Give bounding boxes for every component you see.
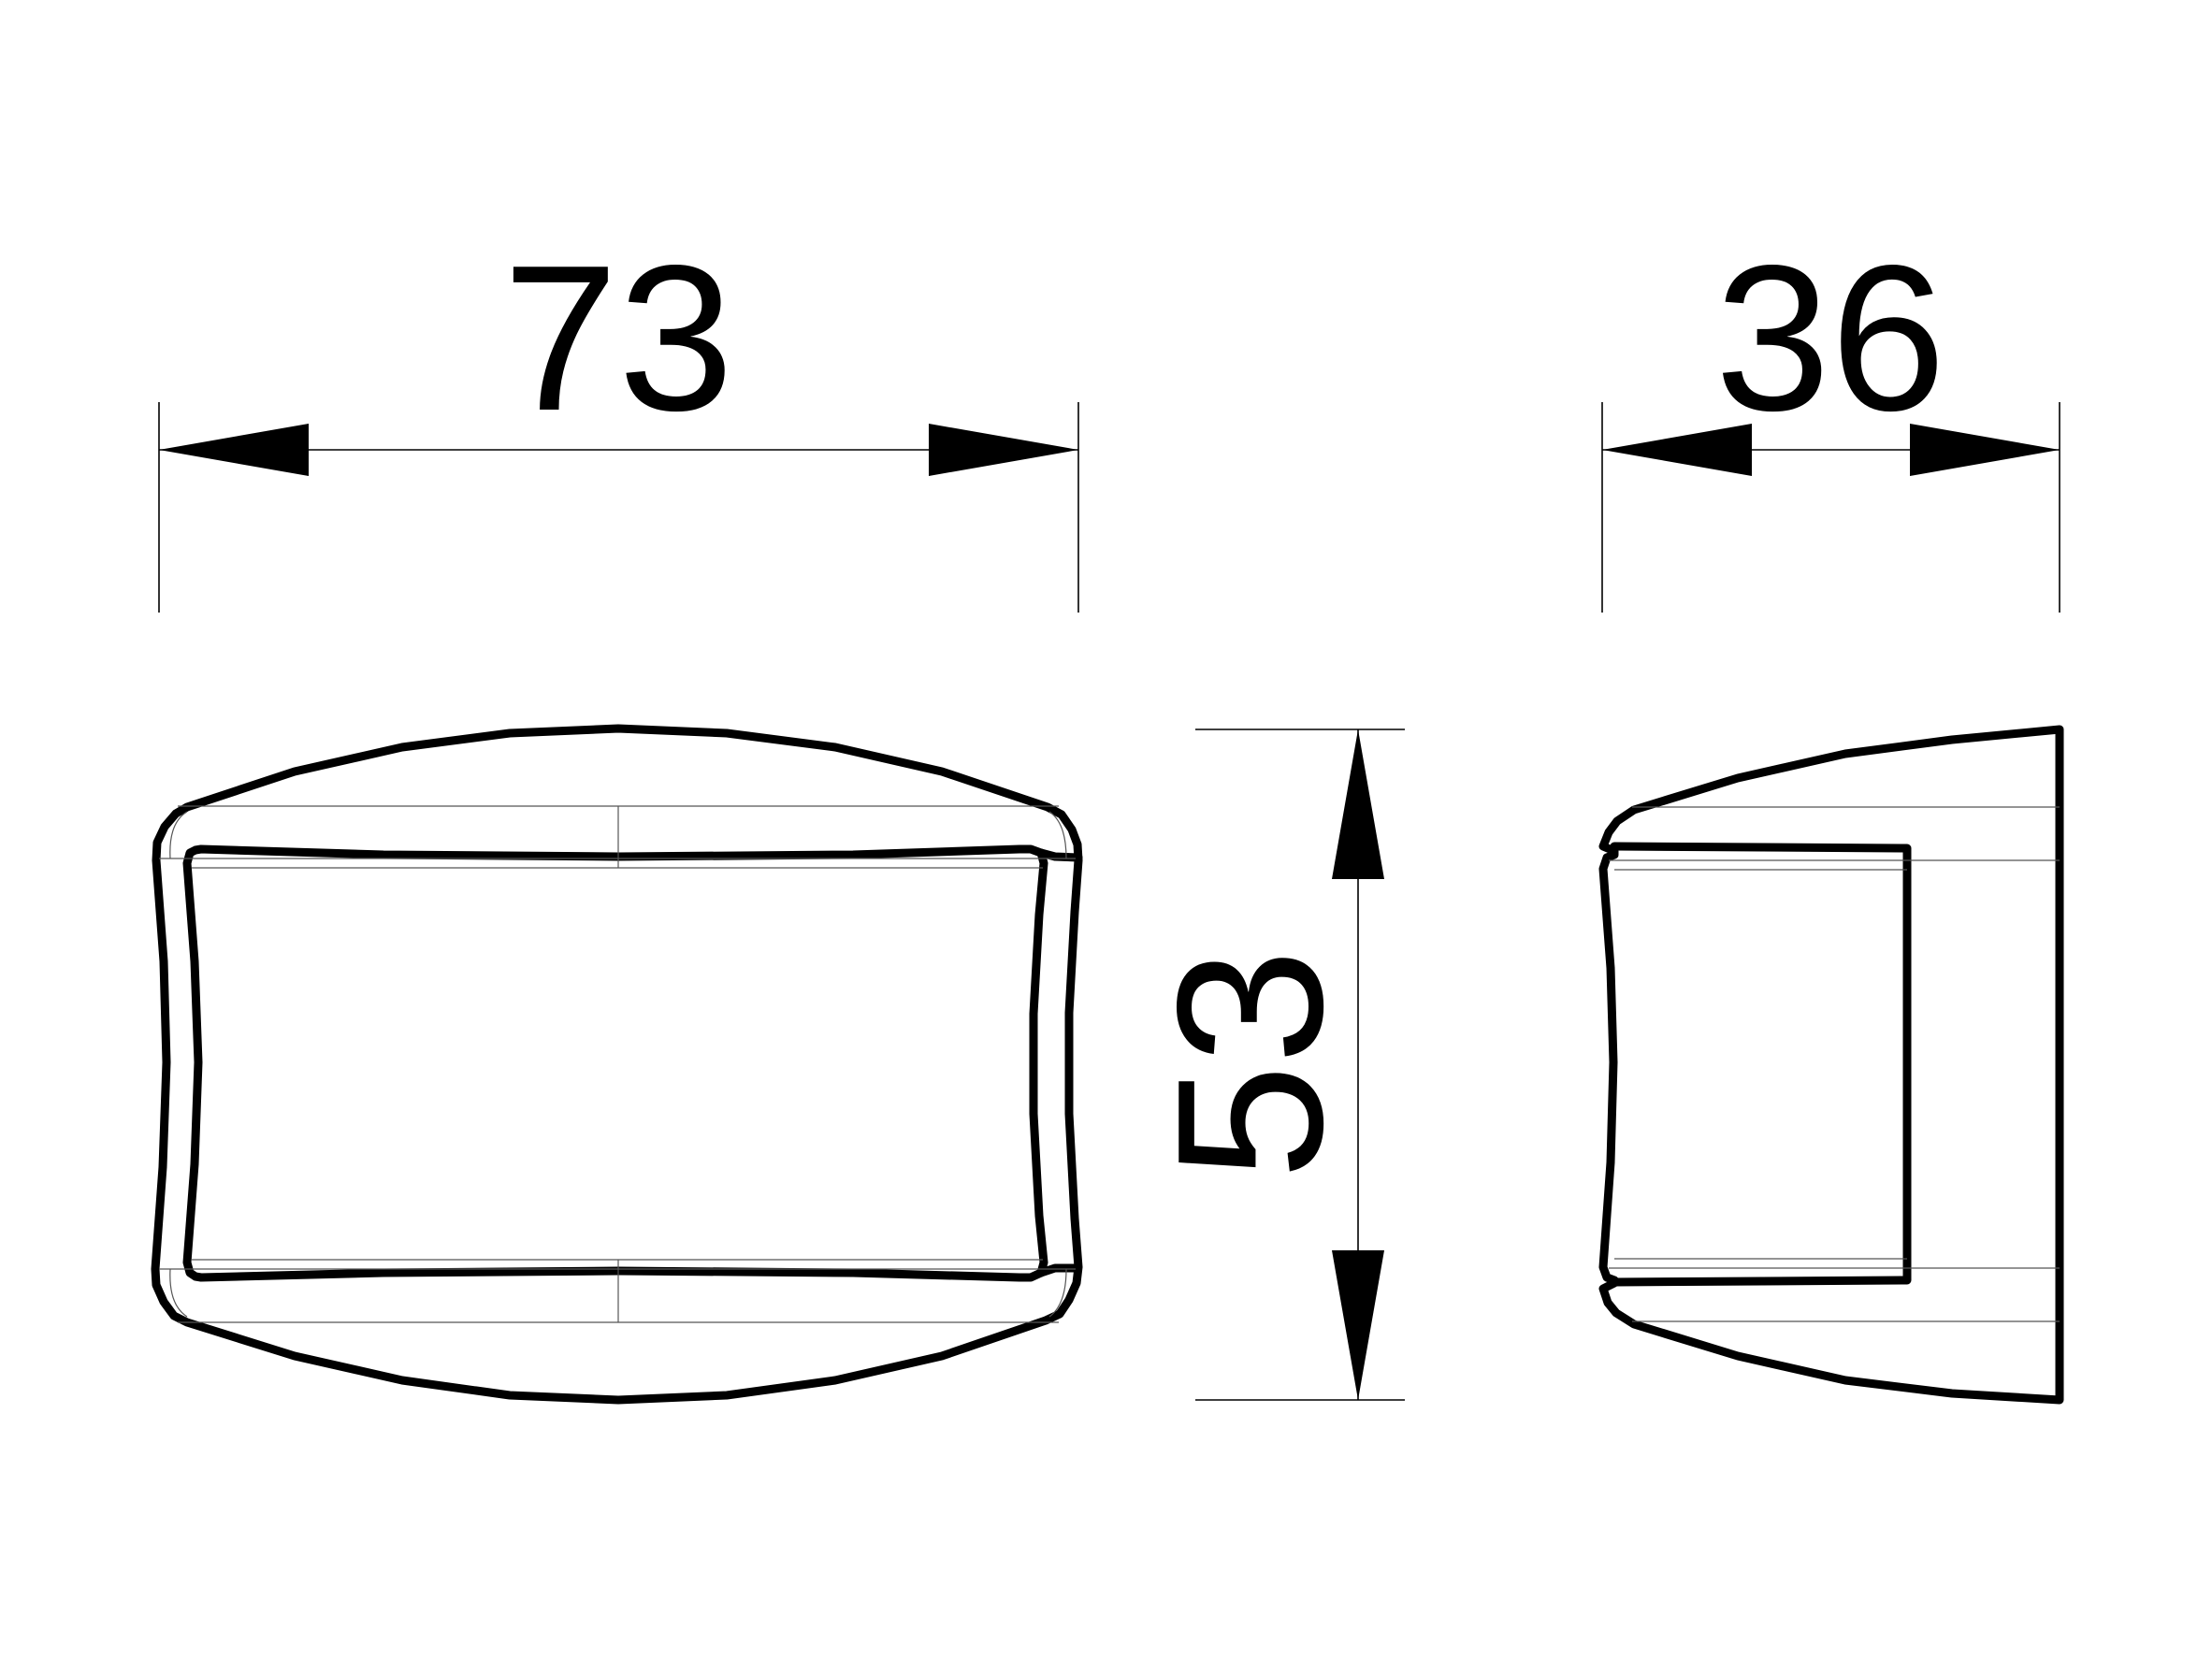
front-lens-frame xyxy=(182,844,1048,1282)
depth-arrow-right xyxy=(1910,424,2060,476)
side-lens-block xyxy=(1610,842,1912,1287)
height-label: 53 xyxy=(1135,949,1366,1180)
side-view xyxy=(1598,725,2064,1405)
width-label: 73 xyxy=(503,223,734,454)
width-arrow-left xyxy=(159,424,309,476)
depth-arrow-left xyxy=(1602,424,1752,476)
depth-dimension: 36 xyxy=(1601,223,2060,613)
front-outer-outline xyxy=(151,724,1083,1405)
front-left-fillet xyxy=(169,811,188,1318)
front-right-ledge-top xyxy=(1036,848,1083,862)
front-right-ledge-bottom xyxy=(1036,1263,1081,1277)
front-right-fillet xyxy=(1048,811,1067,1318)
height-arrow-top xyxy=(1332,729,1384,879)
width-arrow-right xyxy=(929,424,1078,476)
depth-label: 36 xyxy=(1715,223,1946,454)
front-view xyxy=(151,724,1083,1405)
height-arrow-bottom xyxy=(1332,1250,1384,1400)
width-dimension: 73 xyxy=(158,223,1079,613)
side-outer-outline xyxy=(1598,725,2064,1405)
height-dimension: 53 xyxy=(1135,729,1405,1401)
